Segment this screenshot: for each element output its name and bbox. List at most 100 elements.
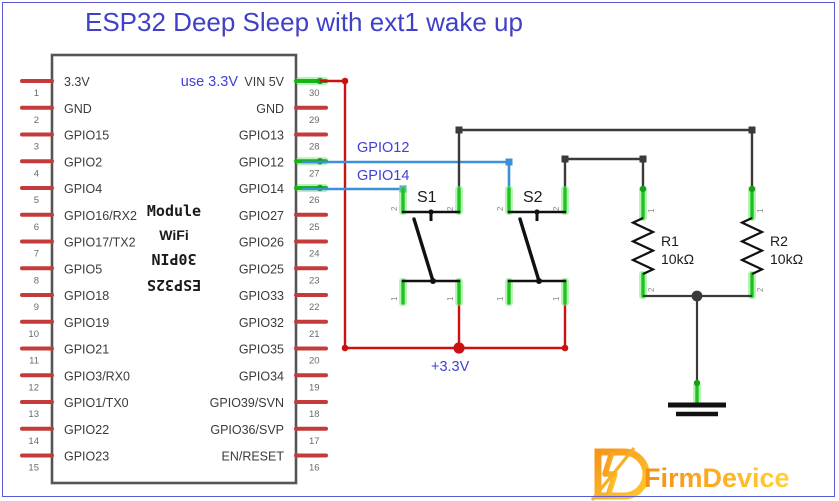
pin-label: GPIO3/RX0 <box>64 369 130 383</box>
ground-net <box>643 290 752 417</box>
resistor-zigzag <box>739 217 765 275</box>
pin-number: 12 <box>28 382 39 393</box>
pin-left-4[interactable]: GPIO2 4 <box>20 155 102 179</box>
actuator-blade[interactable] <box>412 217 435 283</box>
pin-left-1[interactable]: 3.3V1 <box>20 75 90 99</box>
pin-label: GPIO34 <box>239 369 284 383</box>
terminal-number: 2 <box>390 206 399 211</box>
blade-contact-dot <box>430 278 436 284</box>
pivot-dot <box>534 209 540 215</box>
pin-number: 21 <box>309 329 320 340</box>
net-corner-s1r2-b <box>748 126 756 134</box>
pin-label: GPIO33 <box>239 289 284 303</box>
pin-label: GPIO12 <box>239 155 284 169</box>
pin-label: GPIO16/RX2 <box>64 209 137 223</box>
terminal-number: 2 <box>647 287 656 292</box>
terminal-number: 2 <box>446 206 455 211</box>
pin-label: VIN 5V <box>244 75 284 89</box>
left-pin-group: 3.3V1GND2GPIO153GPIO24GPIO45GPIO16/RX26G… <box>20 75 137 474</box>
pin-left-12[interactable]: GPIO3/RX0 12 <box>20 369 130 393</box>
terminal-number: 1 <box>496 296 505 301</box>
pivot-dot <box>428 209 434 215</box>
pin-number: 4 <box>34 168 39 179</box>
switch-refdes: S2 <box>523 189 543 206</box>
pin-number: 2 <box>34 115 39 126</box>
terminal-number: 2 <box>496 206 505 211</box>
pin-left-3[interactable]: GPIO15 3 <box>20 129 109 153</box>
pin-label: GPIO15 <box>64 129 109 143</box>
page-title: ESP32 Deep Sleep with ext1 wake up <box>85 7 523 37</box>
net-corner-s2r1-b <box>639 155 647 163</box>
terminal-number: 2 <box>756 287 765 292</box>
logo-mark-icon <box>590 446 650 501</box>
resistor-value: 10kΩ <box>661 251 694 267</box>
pin-label: GPIO21 <box>64 343 109 357</box>
module-text-line-0: Module <box>147 202 201 220</box>
junction-dot-rail-left <box>341 344 349 352</box>
net-label-gpio12: GPIO12 <box>357 140 409 156</box>
net-s2-to-r1 <box>561 155 647 189</box>
pin-label: GPIO22 <box>64 423 109 437</box>
pin-number: 18 <box>309 409 320 420</box>
pin-label: GPIO2 <box>64 155 102 169</box>
pin-label: GPIO25 <box>239 262 284 276</box>
pin-number: 10 <box>28 329 39 340</box>
pin-number: 29 <box>309 115 320 126</box>
pin-number: 15 <box>28 463 39 474</box>
pin-number: 26 <box>309 195 320 206</box>
pin-left-15[interactable]: GPIO23 15 <box>20 450 109 474</box>
pin-label: GPIO23 <box>64 450 109 464</box>
pin-number: 24 <box>309 249 320 260</box>
net-corner-gpio12 <box>505 158 513 166</box>
firmdevice-logo[interactable]: FirmDevice <box>590 446 790 501</box>
pin-right-18[interactable]: GPIO39/SVN 18 <box>210 396 328 420</box>
pin-label: GPIO39/SVN <box>210 396 284 410</box>
gnd-pin-dot <box>693 379 701 387</box>
pin-label: GPIO35 <box>239 343 284 357</box>
terminal-number: 1 <box>446 296 455 301</box>
terminal-number: 1 <box>552 296 561 301</box>
pin-number: 1 <box>34 88 39 99</box>
pin-number: 3 <box>34 142 39 153</box>
pin-label: EN/RESET <box>221 450 284 464</box>
pin-number: 8 <box>34 275 39 286</box>
pin-label: GPIO27 <box>239 209 284 223</box>
resistor-top-dot <box>639 185 647 193</box>
blade-contact-dot <box>536 278 542 284</box>
actuator-blade[interactable] <box>518 217 541 283</box>
net-corner-s1r2-a <box>455 126 463 134</box>
pin-label: GPIO17/TX2 <box>64 236 136 250</box>
module-text-line-3: ESP32S <box>147 276 201 294</box>
pin-label: GPIO13 <box>239 129 284 143</box>
junction-dot-gnd <box>691 290 703 302</box>
pin-number: 27 <box>309 168 320 179</box>
